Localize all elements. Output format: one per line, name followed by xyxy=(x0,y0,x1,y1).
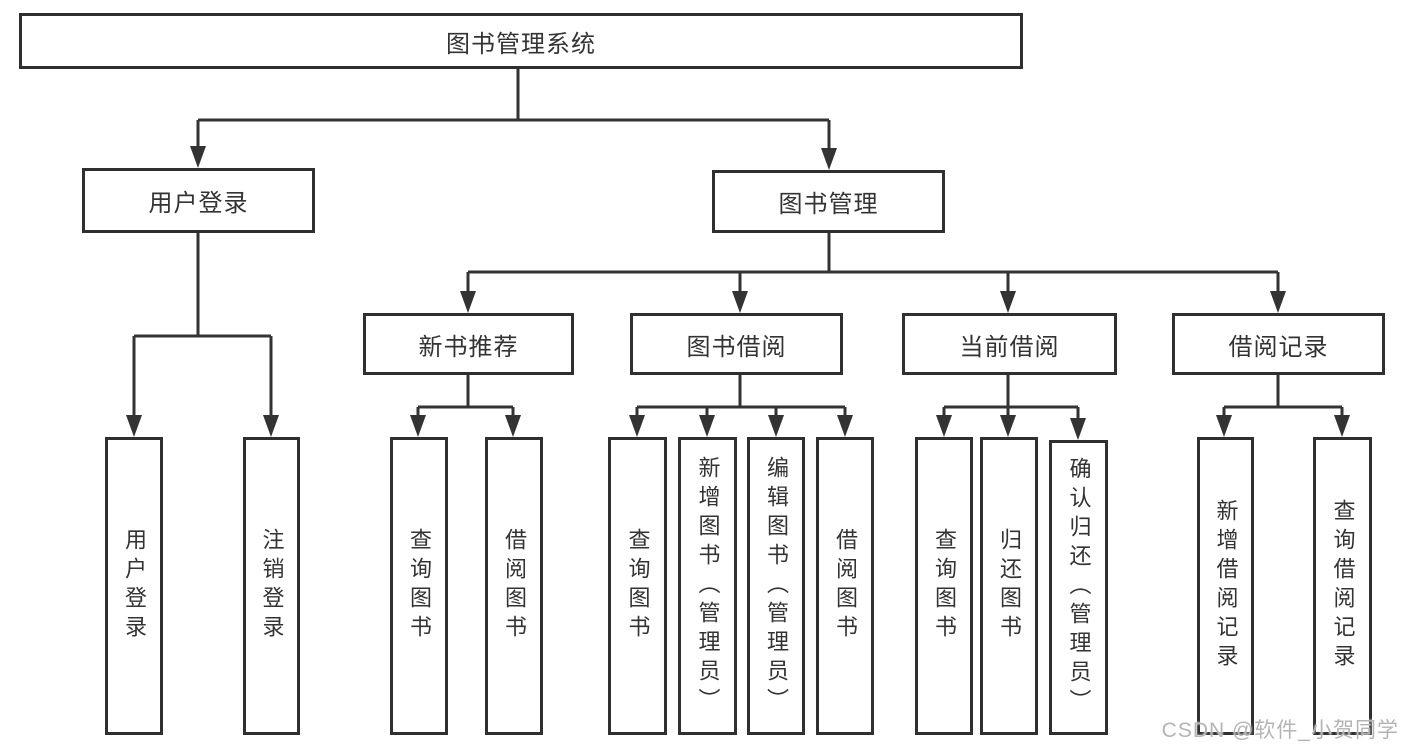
leaf-borrow-books-recommend: 借阅图书 xyxy=(485,437,543,735)
node-current-borrowing: 当前借阅 xyxy=(902,313,1117,375)
node-book-management: 图书管理 xyxy=(712,170,945,233)
leaf-add-borrow-record: 新增借阅记录 xyxy=(1197,437,1254,735)
leaf-query-books-current: 查询图书 xyxy=(915,437,973,735)
node-user-login: 用户登录 xyxy=(82,168,315,233)
leaf-borrow-books-borrowing: 借阅图书 xyxy=(816,437,874,735)
leaf-confirm-return-admin: 确认归还（管理员） xyxy=(1049,440,1108,735)
leaf-query-books-borrowing: 查询图书 xyxy=(608,437,667,735)
leaf-logout: 注销登录 xyxy=(243,437,300,735)
leaf-edit-book-admin: 编辑图书（管理员） xyxy=(747,437,805,735)
node-book-borrowing: 图书借阅 xyxy=(630,313,843,375)
leaf-user-login: 用户登录 xyxy=(105,437,163,735)
node-new-book-recommend: 新书推荐 xyxy=(363,313,574,375)
node-library-management-system: 图书管理系统 xyxy=(19,13,1023,69)
leaf-query-books-recommend: 查询图书 xyxy=(390,437,448,735)
leaf-add-book-admin: 新增图书（管理员） xyxy=(678,437,737,735)
leaf-return-book: 归还图书 xyxy=(980,437,1038,735)
csdn-watermark: CSDN @软件_小贺同学 xyxy=(1161,719,1399,742)
node-borrowing-records: 借阅记录 xyxy=(1172,313,1385,375)
leaf-query-borrow-record: 查询借阅记录 xyxy=(1313,437,1372,735)
